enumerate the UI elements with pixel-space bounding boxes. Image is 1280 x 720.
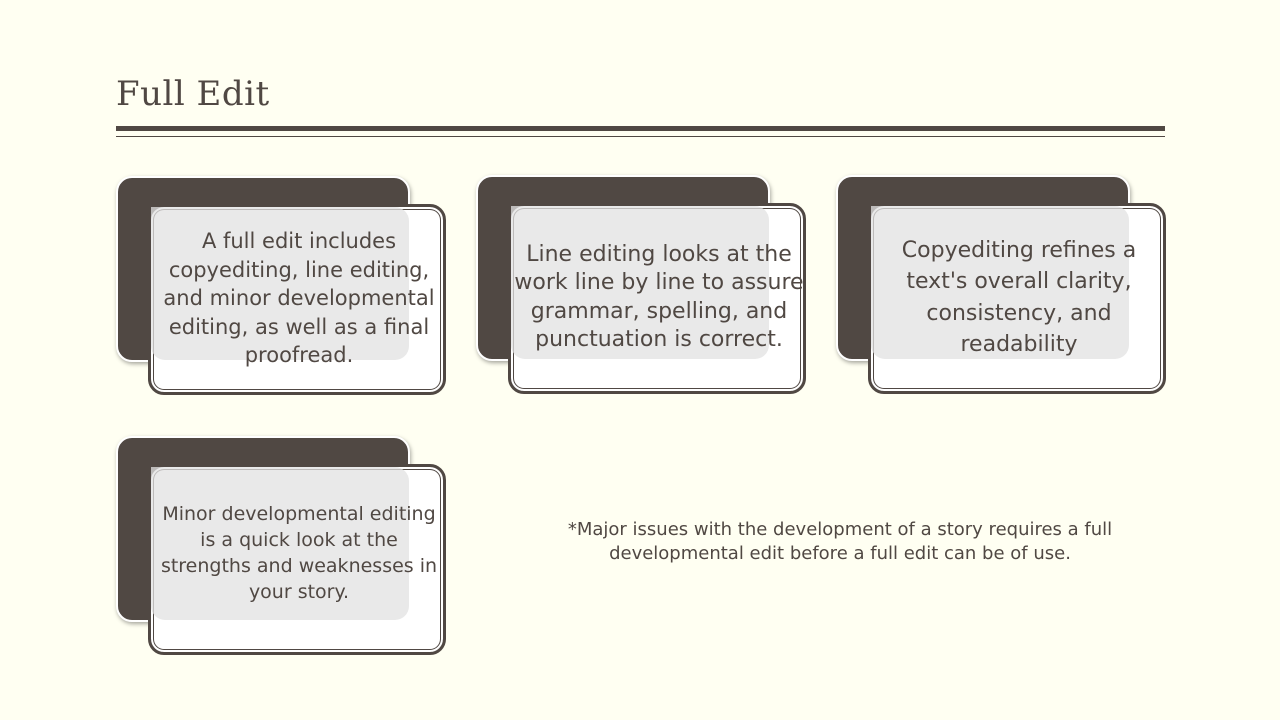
card-overlap-shade xyxy=(871,206,1129,359)
card-copyediting: Copyediting refines a text's overall cla… xyxy=(836,175,1166,397)
card-minor-developmental: Minor developmental editing is a quick l… xyxy=(116,436,446,658)
card-text: Copyediting refines a text's overall cla… xyxy=(901,237,1137,358)
card-text: A full edit includes copyediting, line e… xyxy=(163,229,435,368)
card-overlap-shade xyxy=(151,467,409,620)
card-overlap-shade xyxy=(151,207,409,360)
card-text: Line editing looks at the work line by l… xyxy=(514,241,804,353)
card-full-edit: A full edit includes copyediting, line e… xyxy=(116,176,446,398)
title-divider-thick xyxy=(116,126,1165,131)
slide-title: Full Edit xyxy=(116,74,270,114)
title-divider-thin xyxy=(116,136,1165,137)
card-overlap-shade xyxy=(511,206,769,359)
footnote: *Major issues with the development of a … xyxy=(567,519,1113,564)
card-text: Minor developmental editing is a quick l… xyxy=(160,502,438,603)
card-line-editing: Line editing looks at the work line by l… xyxy=(476,175,806,397)
